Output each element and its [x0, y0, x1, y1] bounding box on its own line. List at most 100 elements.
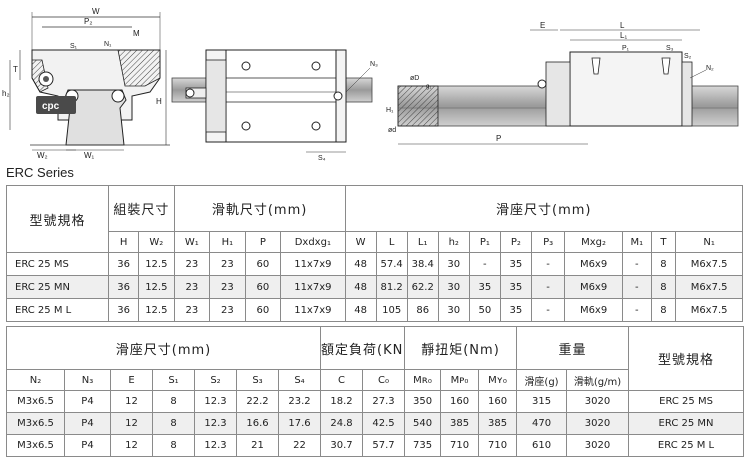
table-cell: 86 [406, 298, 439, 322]
table-cell: 3020 [566, 412, 630, 435]
table-cell: M6x7.5 [675, 275, 743, 299]
label-s4: S₄ [318, 155, 326, 162]
table-cell: 22.2 [236, 390, 279, 413]
table-cell: 81.2 [375, 275, 408, 299]
table-cell: 18.2 [320, 390, 364, 413]
col-header: C [320, 369, 364, 391]
col-header: P₃ [530, 231, 566, 253]
table-cell: 30 [437, 275, 470, 299]
col-header: N₁ [675, 231, 743, 253]
col-header: Dxdxg₁ [280, 231, 346, 253]
label-od: øD [410, 75, 419, 82]
col-header: M₁ [621, 231, 652, 253]
col-header: W₁ [173, 231, 211, 253]
table-cell: 3020 [566, 390, 630, 413]
col-header: W₂ [138, 231, 175, 253]
label-e: E [540, 21, 545, 30]
table-cell: 23 [209, 275, 246, 299]
header-static-torque: 靜扭矩(Nm) [404, 326, 518, 370]
col-header: S₂ [194, 369, 237, 391]
table-cell: P4 [64, 434, 111, 457]
table-cell: 30.7 [320, 434, 364, 457]
table-cell: 160 [440, 390, 480, 413]
table-cell: M3x6.5 [6, 434, 65, 457]
model-cell: ERC 25 M L [5, 298, 110, 322]
table-cell: M6x7.5 [675, 252, 743, 276]
col-header: H₁ [209, 231, 246, 253]
table-cell: 12.3 [194, 412, 237, 435]
table-cell: 35 [499, 275, 532, 299]
header-weight: 重量 [516, 326, 630, 370]
table-cell: 12.3 [194, 434, 237, 457]
col-header: P₁ [468, 231, 501, 253]
table-cell: 710 [440, 434, 480, 457]
col-header: S₃ [236, 369, 279, 391]
table-cell: M6x9 [564, 252, 623, 276]
label-h2: h₂ [2, 89, 10, 98]
label-s2: S₂ [684, 53, 692, 60]
table-cell: M6x7.5 [675, 298, 743, 322]
label-w2: W₂ [37, 151, 48, 160]
label-h: H [156, 97, 162, 106]
series-title: ERC Series [6, 165, 74, 180]
spec-table-1: 型號規格 組裝尺寸 滑軌尺寸(mm) 滑座尺寸(mm) H W₂ W₁ H₁ P… [5, 185, 744, 322]
table-cell: 23 [173, 298, 211, 322]
table-cell: 160 [478, 390, 518, 413]
label-t: T [13, 65, 18, 74]
col-header: 滑軌(g/m) [566, 369, 630, 391]
header-model-spec: 型號規格 [5, 185, 110, 253]
label-p1: P₁ [622, 45, 630, 52]
table-cell: 48 [344, 275, 377, 299]
model-cell: ERC 25 M L [628, 434, 745, 457]
label-p2: P₂ [84, 17, 92, 26]
col-header: L₁ [406, 231, 439, 253]
table-cell: - [530, 298, 566, 322]
table-cell: 36 [108, 298, 140, 322]
table-cell: 11x7x9 [280, 275, 346, 299]
table-cell: 35 [468, 275, 501, 299]
table-cell: 11x7x9 [280, 298, 346, 322]
table-cell: 12.3 [194, 390, 237, 413]
table-cell: 60 [244, 298, 282, 322]
col-header: N₃ [64, 369, 111, 391]
table-cell: 23 [173, 275, 211, 299]
table-cell: 735 [404, 434, 442, 457]
col-header: h₂ [437, 231, 470, 253]
label-l1: L₁ [620, 31, 627, 40]
table-cell: - [530, 252, 566, 276]
table-cell: 23 [209, 252, 246, 276]
table-cell: 23 [173, 252, 211, 276]
header-model-spec-2: 型號規格 [628, 326, 745, 391]
table-cell: 35 [499, 298, 532, 322]
label-p: P [496, 134, 501, 143]
table-cell: 27.3 [362, 390, 406, 413]
col-header: P [244, 231, 282, 253]
table-cell: - [530, 275, 566, 299]
table-cell: 12 [110, 434, 153, 457]
table-cell: 8 [650, 298, 677, 322]
model-cell: ERC 25 MN [628, 412, 745, 435]
table-cell: 38.4 [406, 252, 439, 276]
table-cell: 12 [110, 390, 153, 413]
table-cell: 8 [152, 390, 195, 413]
col-header: 滑座(g) [516, 369, 568, 391]
table-cell: 385 [478, 412, 518, 435]
table-cell: 24.8 [320, 412, 364, 435]
label-w: W [92, 7, 100, 16]
table-cell: 12.5 [138, 252, 175, 276]
table-cell: 62.2 [406, 275, 439, 299]
table-cell: - [621, 252, 652, 276]
header-block-size-2: 滑座尺寸(mm) [5, 326, 322, 370]
label-w1: W₁ [84, 151, 95, 160]
label-n2: N₂ [706, 65, 714, 72]
table-cell: 23.2 [277, 390, 322, 413]
table-cell: 3020 [566, 434, 630, 457]
col-header: E [110, 369, 153, 391]
table-cell: 8 [650, 252, 677, 276]
label-g1: g₁ [426, 84, 431, 90]
table-cell: 36 [108, 252, 140, 276]
